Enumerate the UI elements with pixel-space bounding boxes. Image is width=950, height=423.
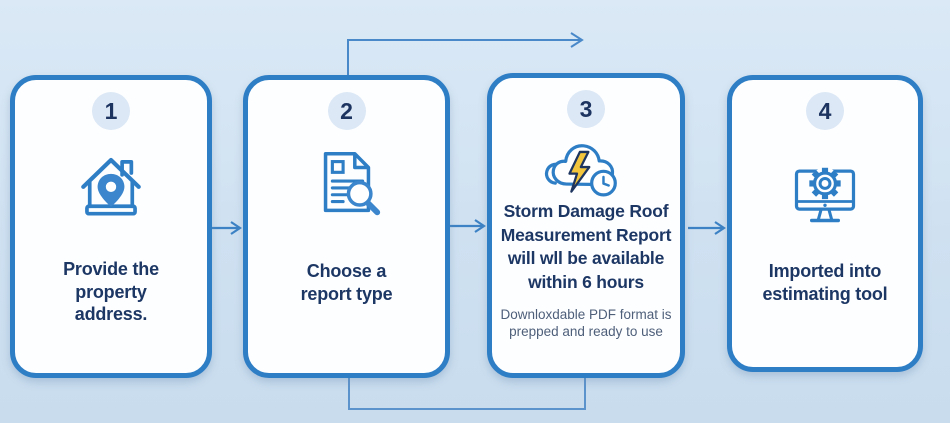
step-card-2: 2 Choose a report type <box>243 75 450 378</box>
storm-cloud-clock-icon <box>540 134 632 202</box>
step-label: Imported into estimating tool <box>762 261 888 304</box>
step-sublabel: Downloxdable PDF format is prepped and r… <box>500 307 672 339</box>
house-location-icon <box>74 148 148 222</box>
step-label: Choose a report type <box>300 261 393 304</box>
step-number-badge: 4 <box>806 92 844 130</box>
step-label: Storm Damage Roof Measurement Report wil… <box>500 201 672 292</box>
step-card-1: 1 Provide the property address. <box>10 75 212 378</box>
step-number-badge: 2 <box>327 92 366 130</box>
step-number-badge: 1 <box>92 92 130 130</box>
step-card-3: 3 Storm Damage Roof Measurement Report w… <box>487 73 685 378</box>
flow-arrow-2-3 <box>450 219 486 233</box>
step-number-badge: 3 <box>567 90 605 128</box>
monitor-gear-icon <box>787 154 863 230</box>
document-search-icon <box>308 146 386 224</box>
flow-arrow-3-4 <box>688 221 726 235</box>
flow-arrow-1-2 <box>212 221 242 235</box>
step-card-4: 4 <box>727 75 923 372</box>
gear-glyph <box>809 167 841 200</box>
bottom-connector-line <box>348 377 586 410</box>
top-connector-arrow <box>347 32 584 76</box>
step-label: Provide the property address. <box>63 259 159 324</box>
